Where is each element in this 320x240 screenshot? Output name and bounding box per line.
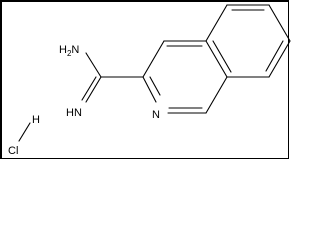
bond-n2-c3-double: [149, 76, 161, 96]
bond-c7-c8: [268, 40, 291, 78]
imine-label: HN: [66, 107, 82, 119]
hydrogen-label: H: [32, 114, 40, 126]
ring-nitrogen-label: N: [152, 109, 160, 121]
bond-amidine-nh-double: [81, 76, 97, 101]
structure-drawing: H2N HN N H Cl: [8, 4, 291, 157]
bond-n2-c3: [142, 76, 157, 103]
bond-c6-c7: [268, 4, 291, 42]
bond-c8a-c1: [205, 76, 228, 114]
bond-c4a-c8a-double: [212, 40, 232, 73]
chlorine-label: Cl: [8, 145, 18, 157]
image-frame: H2N HN N H Cl: [0, 0, 291, 159]
bond-lines: [18, 4, 291, 142]
bond-amidine-nh2: [85, 52, 102, 78]
bond-c3-c4: [142, 40, 165, 78]
bond-h-cl: [18, 122, 31, 142]
bond-c4a-c5: [205, 4, 228, 42]
bond-c7-c8-double: [265, 40, 284, 72]
bond-c4a-c8a: [205, 40, 228, 78]
amine-label: H2N: [59, 44, 79, 58]
bond-amidine-nh: [85, 76, 102, 103]
